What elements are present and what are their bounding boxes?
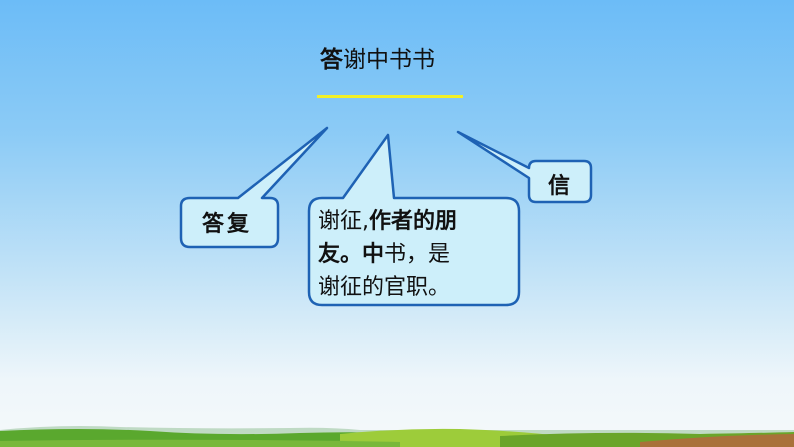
callout-line-3: 谢征的官职。 [318, 275, 451, 300]
callout-letter-shape [456, 130, 593, 204]
title-first-char: 答 [320, 47, 343, 73]
line1-normal: 谢征, [318, 209, 369, 234]
callout-line-1: 谢征,作者的朋 [318, 205, 518, 238]
line2-normal: 书，是 [384, 242, 451, 267]
callout-xiezheng-text: 谢征,作者的朋 友。中书，是 谢征的官职。 [318, 205, 518, 304]
callout-xiezheng-shape [307, 133, 521, 307]
callout-letter-text: 信 [548, 174, 571, 199]
line2-bold: 友。中 [318, 242, 385, 267]
callout-reply-shape [179, 126, 329, 249]
callout-reply-text: 答复 [202, 212, 253, 237]
title-underline [317, 95, 463, 98]
slide-title: 答谢中书书 [320, 40, 435, 74]
line1-bold: 作者的朋 [369, 209, 458, 234]
title-rest: 谢中书书 [343, 47, 435, 73]
callout-line-2: 友。中书，是 [318, 238, 518, 271]
